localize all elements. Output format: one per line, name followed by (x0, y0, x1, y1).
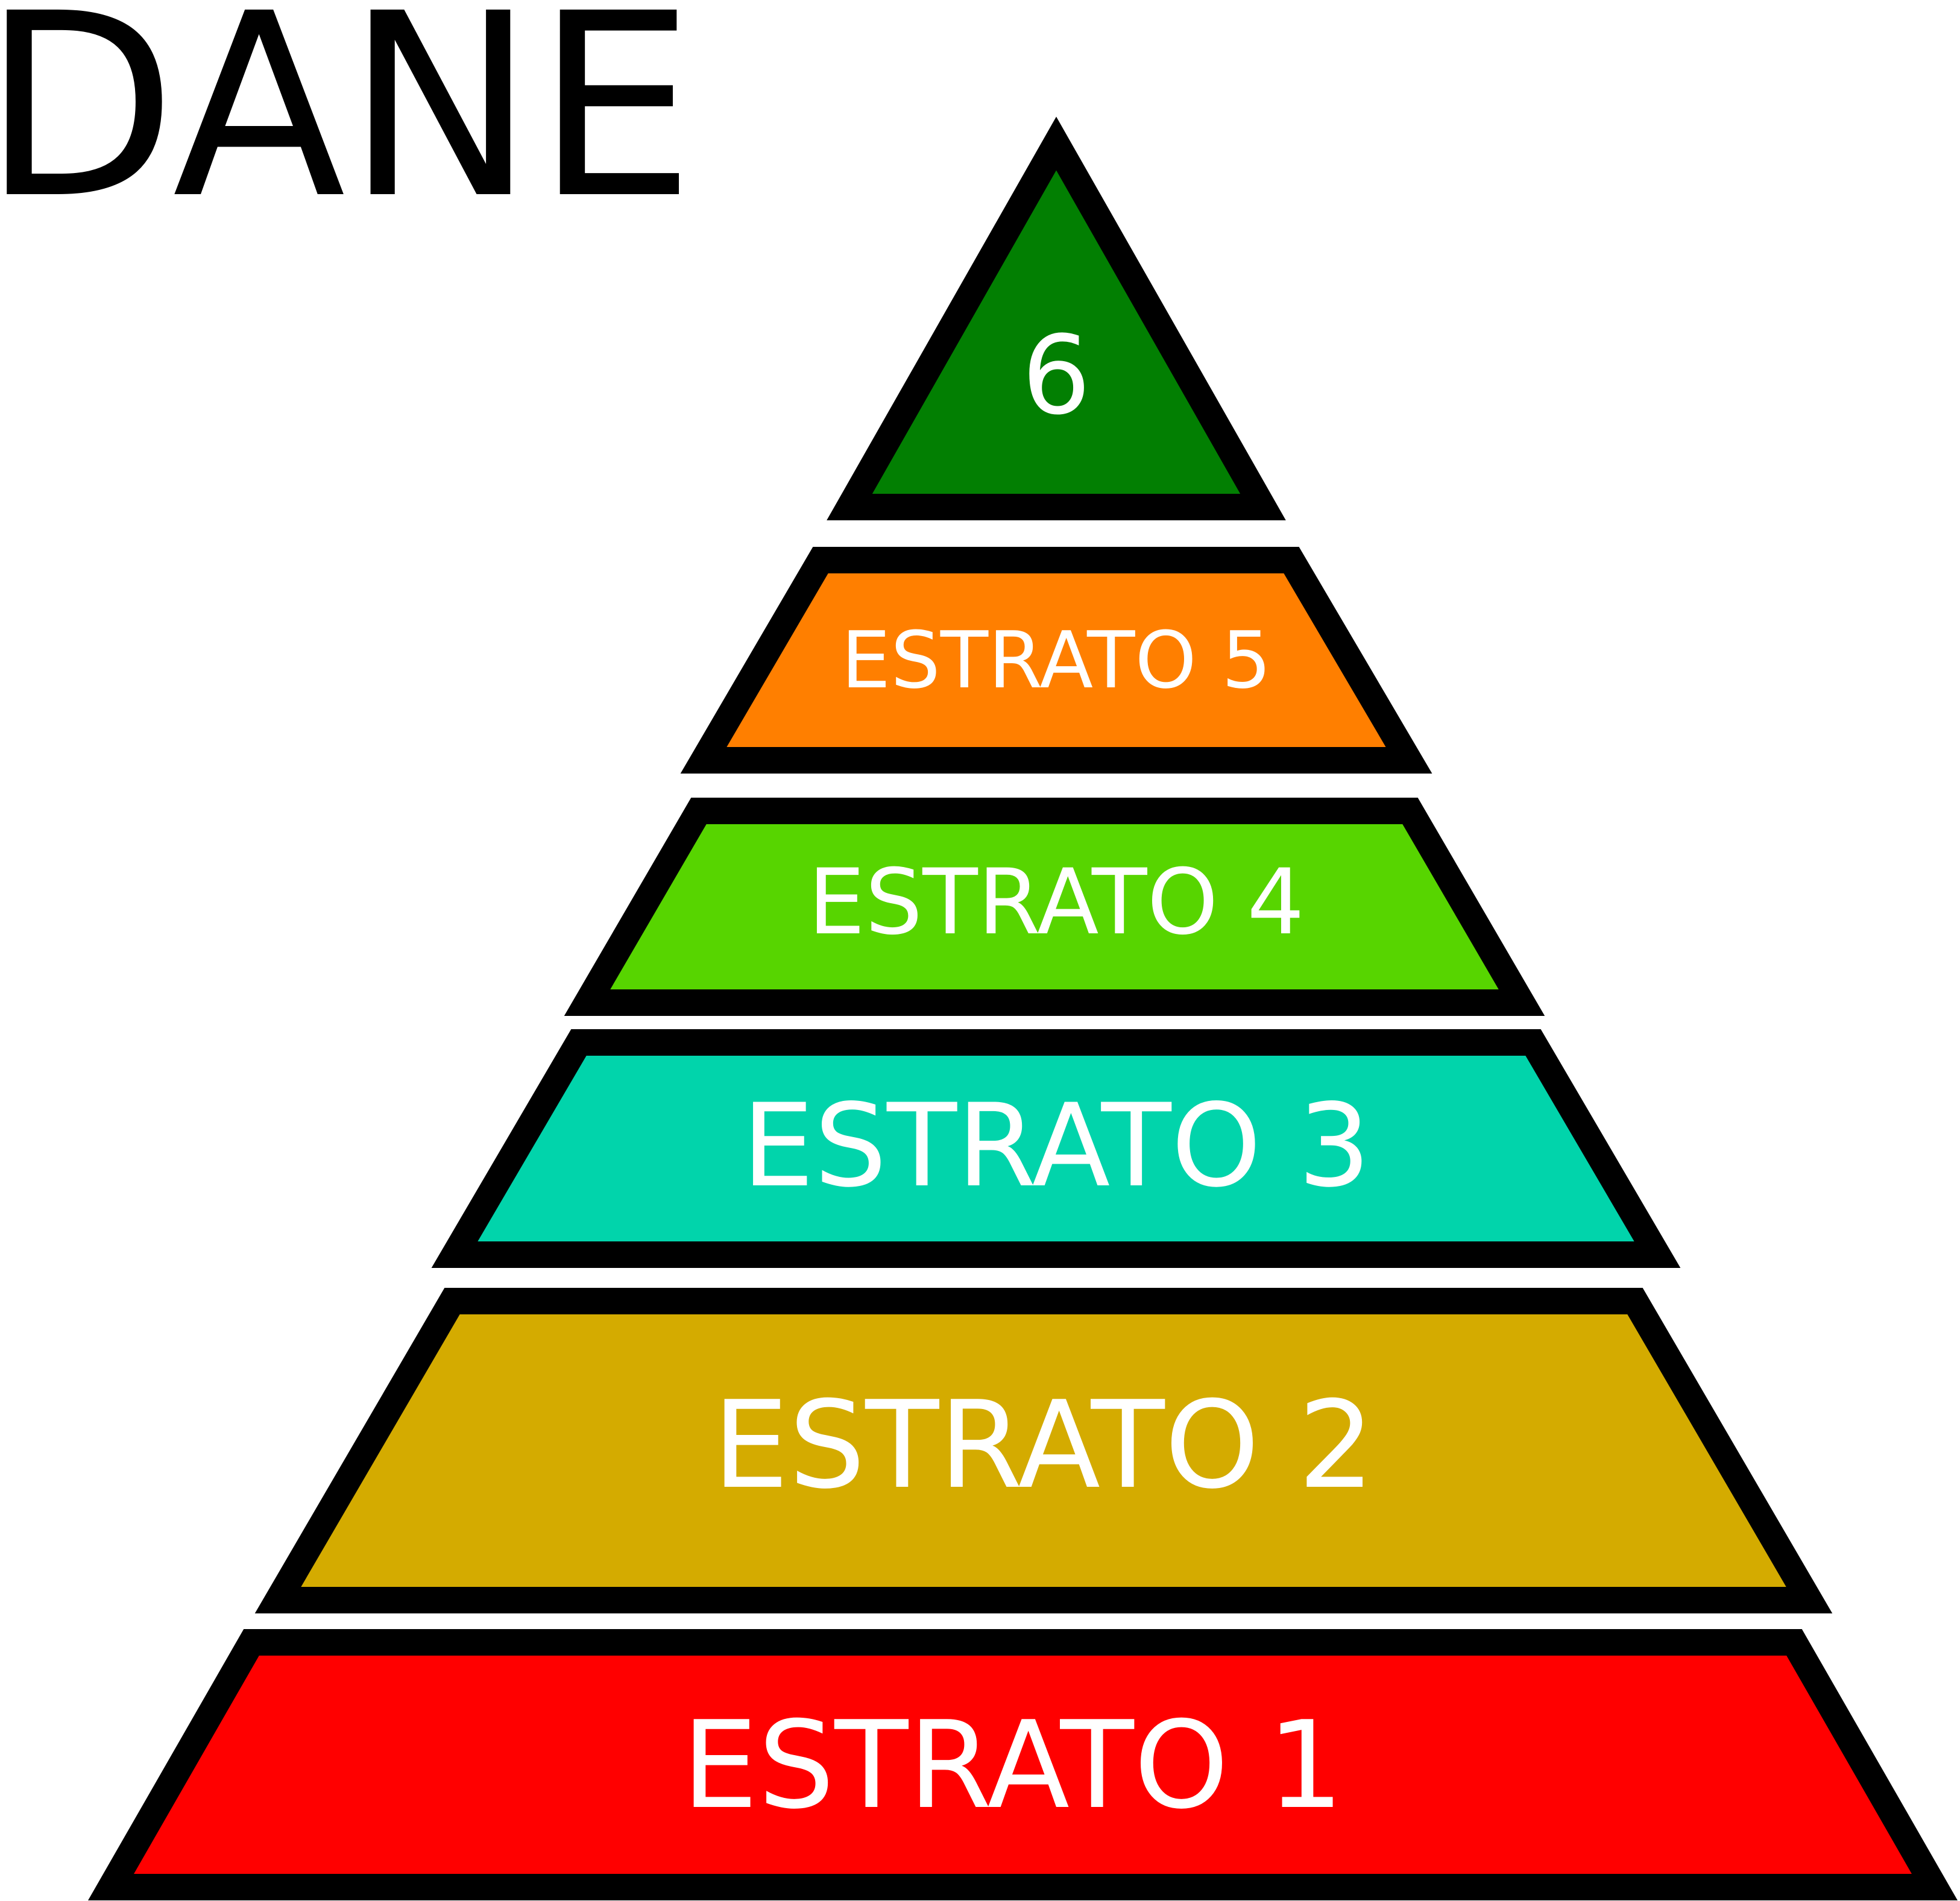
pyramid-level-2-shape (254, 1288, 1833, 1613)
pyramid-level-4-shape (564, 798, 1545, 1016)
pyramid-level-1-shape (88, 1629, 1958, 1900)
pyramid-level-4-label: ESTRATO 4 (808, 850, 1305, 955)
pyramid-level-2-label: ESTRATO 2 (713, 1375, 1375, 1516)
pyramid-level-6-shape (827, 116, 1286, 520)
pyramid-level-3-shape (431, 1029, 1681, 1268)
pyramid-level-6: 6 (827, 116, 1286, 520)
pyramid-level-1: ESTRATO 1 (88, 1629, 1958, 1900)
pyramid-level-3-label: ESTRATO 3 (742, 1079, 1370, 1212)
pyramid-level-6-label: 6 (1022, 313, 1091, 439)
pyramid-level-1-label: ESTRATO 1 (682, 1695, 1344, 1836)
pyramid-level-5: ESTRATO 5 (680, 547, 1432, 774)
page-title: DANE (0, 0, 695, 254)
pyramid-level-4: ESTRATO 4 (564, 798, 1545, 1016)
pyramid-level-3: ESTRATO 3 (431, 1029, 1681, 1268)
pyramid-level-2: ESTRATO 2 (254, 1288, 1833, 1613)
pyramid-level-5-shape (680, 547, 1432, 774)
pyramid-level-5-label: ESTRATO 5 (841, 614, 1271, 706)
